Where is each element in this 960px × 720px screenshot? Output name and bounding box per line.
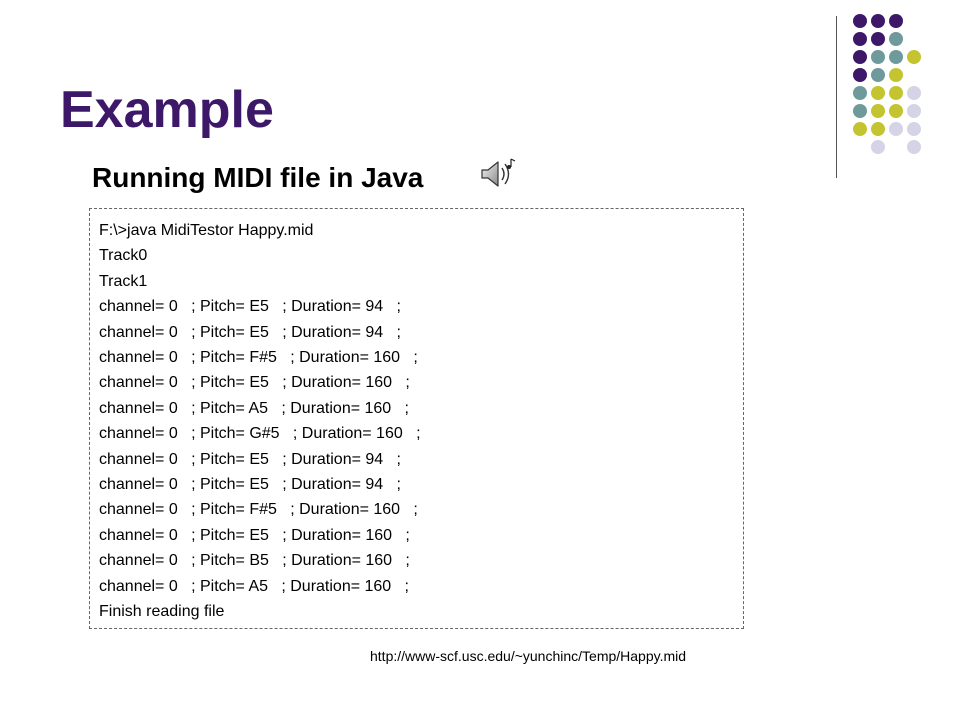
dot-grid-decoration bbox=[853, 14, 921, 154]
decoration-dot bbox=[889, 86, 903, 100]
decoration-dot bbox=[853, 104, 867, 118]
console-line: Track0 bbox=[99, 247, 148, 265]
decoration-dot bbox=[871, 140, 885, 154]
source-url-link[interactable]: http://www-scf.usc.edu/~yunchinc/Temp/Ha… bbox=[370, 648, 687, 664]
console-line: channel= 0 ; Pitch= E5 ; Duration= 94 ; bbox=[99, 323, 401, 341]
decoration-dot bbox=[853, 122, 867, 136]
decoration-dot bbox=[871, 122, 885, 136]
console-line: channel= 0 ; Pitch= B5 ; Duration= 160 ; bbox=[99, 552, 410, 570]
decoration-dot bbox=[907, 140, 921, 154]
decoration-dot bbox=[871, 32, 885, 46]
decoration-dot bbox=[871, 86, 885, 100]
console-line: channel= 0 ; Pitch= E5 ; Duration= 160 ; bbox=[99, 374, 410, 392]
console-line: channel= 0 ; Pitch= E5 ; Duration= 160 ; bbox=[99, 526, 410, 544]
console-line: channel= 0 ; Pitch= F#5 ; Duration= 160 … bbox=[99, 501, 418, 519]
console-line: Track1 bbox=[99, 272, 148, 290]
decoration-dot bbox=[853, 68, 867, 82]
console-line: channel= 0 ; Pitch= E5 ; Duration= 94 ; bbox=[99, 298, 401, 316]
decoration-dot bbox=[853, 32, 867, 46]
console-line: channel= 0 ; Pitch= A5 ; Duration= 160 ; bbox=[99, 577, 409, 595]
decoration-dot bbox=[907, 122, 921, 136]
decoration-dot bbox=[853, 86, 867, 100]
decoration-dot bbox=[871, 104, 885, 118]
console-line: channel= 0 ; Pitch= E5 ; Duration= 94 ; bbox=[99, 450, 401, 468]
console-line: F:\>java MidiTestor Happy.mid bbox=[99, 222, 314, 239]
decoration-dot bbox=[889, 104, 903, 118]
decoration-dot bbox=[889, 122, 903, 136]
decoration-dot bbox=[907, 50, 921, 64]
decoration-dot bbox=[853, 14, 867, 28]
slide-subtitle: Running MIDI file in Java bbox=[92, 162, 424, 193]
decoration-dot bbox=[907, 86, 921, 100]
decoration-dot bbox=[853, 50, 867, 64]
vertical-divider bbox=[836, 16, 837, 178]
decoration-dot bbox=[889, 68, 903, 82]
speaker-sound-icon[interactable] bbox=[478, 156, 518, 192]
console-line: Finish reading file bbox=[99, 603, 225, 621]
decoration-dot bbox=[871, 50, 885, 64]
decoration-dot bbox=[907, 104, 921, 118]
console-line: channel= 0 ; Pitch= E5 ; Duration= 94 ; bbox=[99, 476, 401, 494]
decoration-dot bbox=[889, 32, 903, 46]
decoration-dot bbox=[871, 14, 885, 28]
decoration-dot bbox=[889, 50, 903, 64]
slide-title: Example bbox=[60, 81, 274, 139]
decoration-dot bbox=[889, 14, 903, 28]
decoration-dot bbox=[871, 68, 885, 82]
console-line: channel= 0 ; Pitch= F#5 ; Duration= 160 … bbox=[99, 349, 418, 367]
console-line: channel= 0 ; Pitch= G#5 ; Duration= 160 … bbox=[99, 425, 421, 443]
console-line: channel= 0 ; Pitch= A5 ; Duration= 160 ; bbox=[99, 399, 409, 417]
